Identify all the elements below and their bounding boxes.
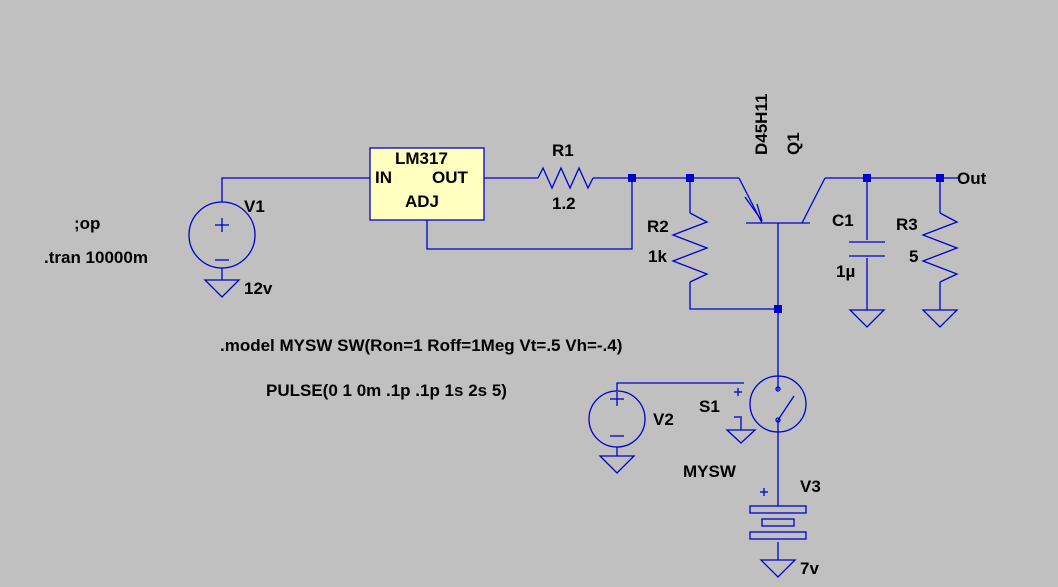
q1-transistor[interactable] bbox=[738, 177, 826, 224]
s1-switch[interactable] bbox=[734, 375, 807, 433]
lm317-pin-adj: ADJ bbox=[405, 192, 439, 211]
wires bbox=[221, 177, 958, 560]
r1-name: R1 bbox=[552, 141, 574, 160]
r3-value: 5 bbox=[909, 247, 918, 266]
r1-value: 1.2 bbox=[552, 194, 576, 213]
s1-name: S1 bbox=[699, 397, 720, 416]
ground-symbol bbox=[203, 279, 241, 298]
r3-resistor[interactable] bbox=[921, 212, 959, 283]
lm317-pin-out: OUT bbox=[432, 168, 469, 187]
r2-value: 1k bbox=[648, 247, 667, 266]
lm317-name: LM317 bbox=[395, 149, 448, 168]
c1-value: 1µ bbox=[836, 262, 855, 281]
junction-dot bbox=[628, 174, 636, 182]
ground-symbol bbox=[921, 309, 959, 328]
v1-value: 12v bbox=[244, 279, 273, 298]
c1-name: C1 bbox=[832, 211, 854, 230]
out-net-label: Out bbox=[957, 169, 987, 188]
s1-model: MYSW bbox=[683, 462, 737, 481]
model-directive[interactable]: .model MYSW SW(Ron=1 Roff=1Meg Vt=.5 Vh=… bbox=[220, 336, 622, 355]
r2-name: R2 bbox=[647, 217, 669, 236]
ground-symbol bbox=[598, 455, 636, 474]
pulse-directive[interactable]: PULSE(0 1 0m .1p .1p 1s 2s 5) bbox=[266, 381, 507, 400]
c1-capacitor[interactable] bbox=[849, 241, 885, 257]
v1-name: V1 bbox=[244, 197, 265, 216]
v3-battery[interactable] bbox=[749, 488, 807, 540]
op-directive[interactable]: ;op bbox=[74, 214, 100, 233]
q1-name: Q1 bbox=[784, 132, 803, 155]
junction-dot bbox=[936, 174, 944, 182]
junction-dot bbox=[686, 174, 694, 182]
ground-symbol bbox=[759, 559, 797, 578]
ground-symbol bbox=[848, 309, 886, 328]
lm317-pin-in: IN bbox=[375, 168, 392, 187]
r1-resistor[interactable] bbox=[537, 166, 594, 190]
v3-name: V3 bbox=[800, 477, 821, 496]
q1-value: D45H11 bbox=[752, 94, 771, 155]
v2-voltage-source[interactable] bbox=[588, 390, 646, 448]
tran-directive[interactable]: .tran 10000m bbox=[44, 248, 148, 267]
r2-resistor[interactable] bbox=[671, 212, 709, 283]
ground-symbol bbox=[725, 429, 757, 444]
lm317-regulator[interactable] bbox=[369, 147, 485, 221]
junction-dot bbox=[774, 305, 782, 313]
junction-dot bbox=[863, 174, 871, 182]
r3-name: R3 bbox=[896, 215, 918, 234]
v3-value: 7v bbox=[800, 559, 819, 578]
v1-voltage-source[interactable] bbox=[188, 201, 256, 269]
v2-name: V2 bbox=[653, 410, 674, 429]
junctions bbox=[628, 174, 944, 313]
